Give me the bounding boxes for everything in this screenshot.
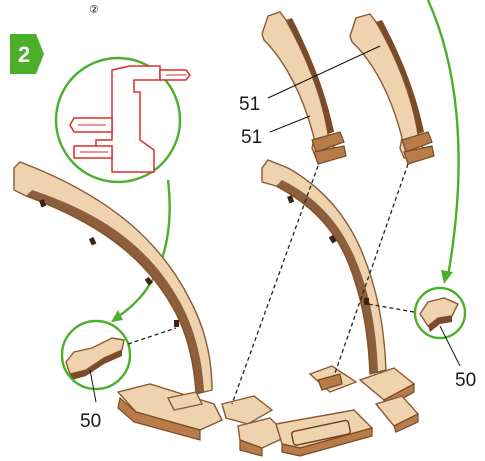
small-part-left-50 bbox=[66, 338, 124, 380]
callout-arrow-head bbox=[111, 310, 123, 322]
magnified-callout bbox=[56, 58, 190, 182]
label-50-left: 50 bbox=[80, 411, 101, 432]
step-badge: 2 bbox=[10, 34, 44, 74]
upper-part-left-51 bbox=[262, 12, 346, 164]
upper-part-right-51 bbox=[350, 14, 434, 164]
small-part-right-50 bbox=[420, 298, 458, 332]
circled-step-marker: ② bbox=[89, 3, 99, 16]
label-50-right: 50 bbox=[455, 370, 476, 391]
leader-51-b bbox=[270, 116, 310, 132]
label-51-upper: 51 bbox=[239, 94, 260, 115]
top-arrow bbox=[428, 0, 459, 276]
label-51-lower: 51 bbox=[241, 127, 262, 148]
step-number: 2 bbox=[18, 42, 30, 67]
base-assembly bbox=[118, 366, 418, 456]
top-arrow-head bbox=[441, 270, 453, 284]
right-side-arm bbox=[262, 160, 386, 374]
leader-50-left bbox=[90, 370, 96, 402]
